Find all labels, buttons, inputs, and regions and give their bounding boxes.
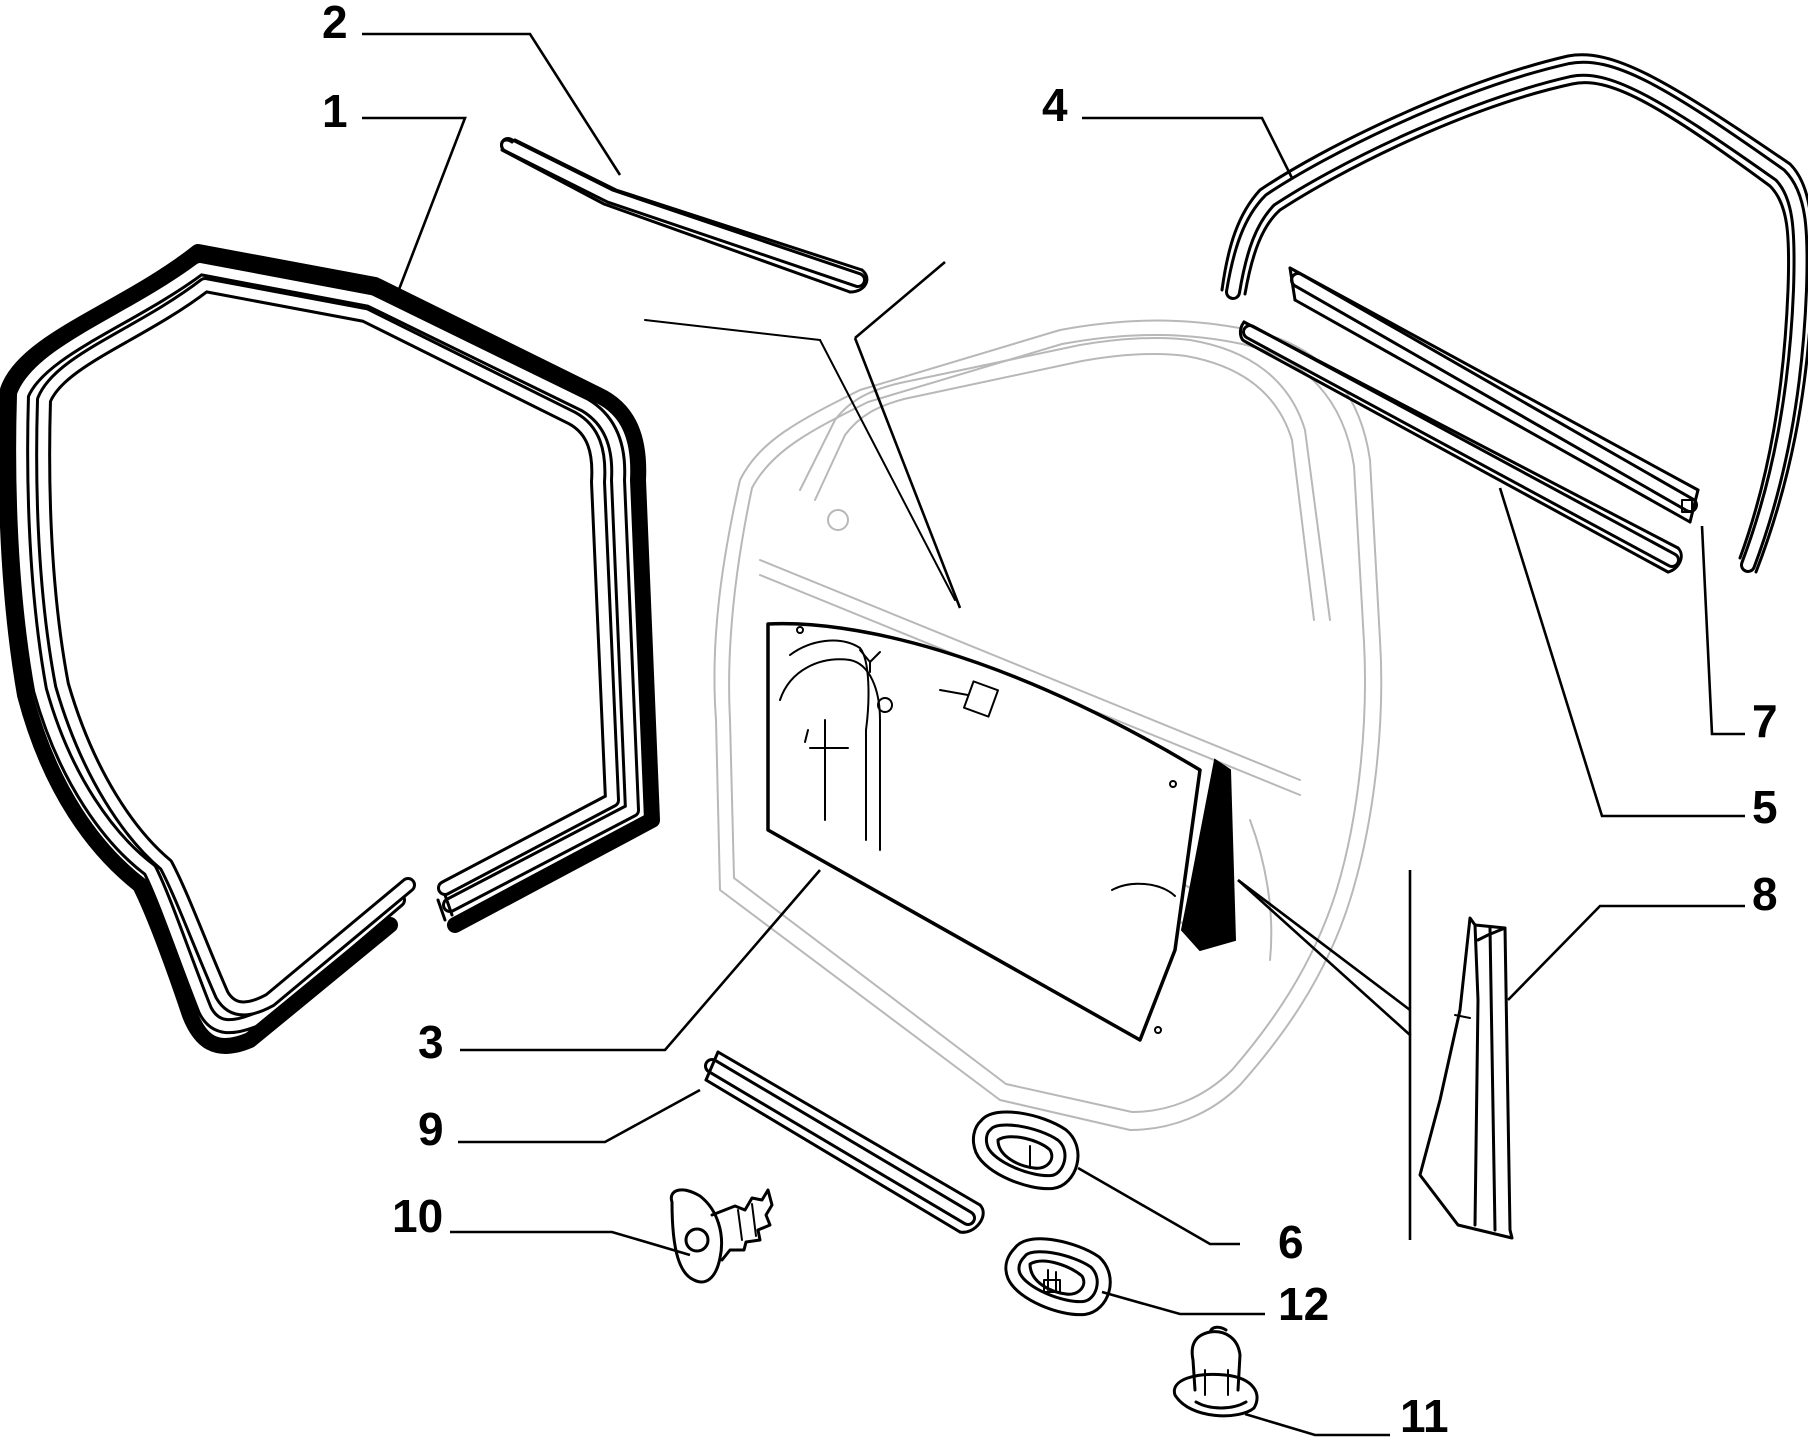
leader-5 <box>1498 487 1745 818</box>
callout-10: 10 <box>392 1190 443 1242</box>
grommet-plug <box>971 1110 1080 1191</box>
callout-6: 6 <box>1278 1216 1304 1268</box>
callout-11: 11 <box>1400 1390 1449 1441</box>
leader-1 <box>362 116 467 306</box>
callout-7: 7 <box>1752 695 1778 747</box>
leader-wedge <box>1237 879 1412 1240</box>
leader-3 <box>460 869 821 1052</box>
reference-line-top <box>644 319 821 341</box>
leader-2 <box>362 32 622 176</box>
window-frame-seal <box>1220 53 1808 574</box>
panel-seal-wedge <box>1180 758 1237 952</box>
outer-belt-strip <box>1288 266 1700 524</box>
leader-lines <box>362 32 1745 1437</box>
grommet-plug-small <box>1004 1237 1112 1317</box>
b-pillar-cover <box>1418 916 1514 1240</box>
door-trim-panel <box>766 621 1202 1042</box>
callout-3: 3 <box>418 1016 444 1068</box>
callout-9: 9 <box>418 1103 444 1155</box>
leader-6 <box>1077 1166 1240 1246</box>
leader-12 <box>1101 1290 1265 1316</box>
upper-channel-strip <box>500 137 869 294</box>
push-clip <box>1172 1325 1259 1418</box>
callout-5: 5 <box>1752 781 1778 833</box>
leader-9 <box>458 1088 701 1144</box>
reference-line-top-2 <box>819 339 956 601</box>
callout-2: 2 <box>322 0 348 48</box>
leader-4 <box>1082 116 1294 179</box>
leader-11 <box>1244 1412 1390 1437</box>
leader-7 <box>1700 525 1745 736</box>
leader-8 <box>1507 904 1745 1001</box>
callout-4: 4 <box>1042 79 1068 131</box>
leader-10 <box>450 1230 691 1257</box>
callout-1: 1 <box>322 85 348 137</box>
fastener-screw <box>669 1188 774 1284</box>
callout-labels: 1 2 3 4 5 6 7 8 9 10 11 12 <box>322 0 1778 1441</box>
leader-2-extension <box>854 261 946 339</box>
callout-8: 8 <box>1752 868 1778 920</box>
reference-wedge-2 <box>1237 878 1411 1012</box>
door-seal-main <box>0 244 660 1054</box>
lower-sill-strip <box>704 1050 985 1234</box>
leader-2-to-shell <box>853 337 962 609</box>
callout-12: 12 <box>1278 1278 1329 1330</box>
inner-belt-strip <box>1238 320 1683 574</box>
